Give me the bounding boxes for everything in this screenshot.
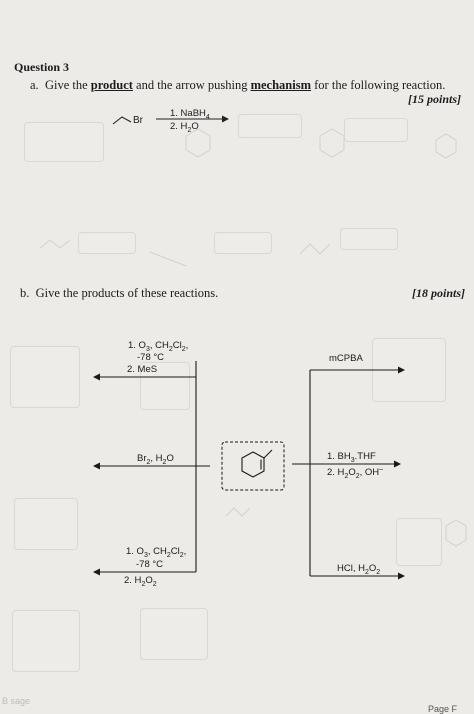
oh-text: , OH [359, 467, 380, 479]
reagent-hcl: HCl, H2O2 [337, 563, 380, 576]
reagent-nabh4: 1. NaBH4 [170, 108, 210, 121]
ghost-box [14, 498, 78, 550]
part-b-points: [18 points] [412, 286, 466, 300]
question-title: Question 3 [14, 60, 70, 74]
bh3-sub: 3 [350, 456, 355, 464]
o2-sub-2: 2 [355, 473, 360, 481]
reagent-bromohydrin: Br2, H2O [137, 453, 174, 466]
reagent-water-end: O [191, 121, 199, 132]
o3-text: 1. O [128, 340, 146, 351]
o-mid-text: O [145, 575, 153, 586]
ghost-box [344, 118, 408, 142]
cl2-sub-2: 2 [179, 551, 184, 559]
o-text: O [166, 453, 174, 464]
reagent-ozonolysis-h2o2-line1: 1. O3, CH2Cl2, [126, 546, 186, 559]
substrate-bromide-label: Br [133, 115, 143, 126]
h2o2-text: 2. H [124, 575, 142, 586]
ghost-box [396, 518, 442, 566]
part-b-text: Give the products of these reactions. [35, 286, 219, 300]
methyl-substituent [263, 449, 273, 459]
cyclohexene-ring [241, 451, 265, 478]
part-a-text-2: and the arrow pushing [132, 78, 251, 92]
oh-charge: – [379, 466, 384, 473]
comma-text-2: , [183, 546, 187, 557]
reagent-ozonolysis-h2o2-line3: 2. H2O2 [124, 575, 157, 588]
arrowhead-bromohydrin [93, 462, 100, 470]
reagent-water-sub: 2 [187, 126, 192, 134]
hcl-h2-sub: 2 [364, 568, 369, 576]
ghost-box [140, 608, 208, 660]
ghost-box [214, 232, 272, 254]
ghost-box [78, 232, 136, 254]
reagent-water: 2. H2O [170, 121, 199, 134]
hcl-o2-sub: 2 [376, 568, 381, 576]
ch2cl2-text: , CH [149, 340, 169, 351]
arrowhead-hydroboration [394, 460, 401, 468]
hcl-o-text: O [368, 563, 377, 574]
ch2-sub-2: 2 [166, 551, 171, 559]
h2o-text: , H [150, 453, 163, 464]
ch2-sub: 2 [168, 345, 173, 353]
o2-sub: 2 [152, 580, 157, 588]
o3-text-2: 1. O [126, 546, 144, 557]
reagent-hydroboration-line2: 2. H2O2, OH– [327, 466, 383, 480]
h2-sub-2: 2 [344, 473, 349, 481]
part-a-emphasis-product: product [90, 78, 133, 92]
part-b-prefix: b. [20, 286, 30, 300]
ghost-box [24, 122, 104, 162]
starting-material-box [221, 441, 285, 491]
reagent-water-text: 2. H [170, 121, 188, 132]
ghost-box [12, 610, 80, 672]
reagent-ozonolysis-mes-line3: 2. MeS [127, 364, 158, 375]
o3-sub-2: 3 [143, 551, 148, 559]
comma-text: , [185, 340, 189, 351]
reagent-ozonolysis-h2o2-line2: -78 °C [136, 559, 164, 570]
reagent-ozonolysis-mes-line1: 1. O3, CH2Cl2, [128, 340, 188, 353]
part-a-points: [15 points] [408, 92, 462, 106]
ghost-box [140, 362, 190, 410]
ghost-box [238, 114, 302, 138]
corner-label: B sage [2, 696, 31, 706]
arrowhead-epoxidation [398, 366, 405, 374]
hcl-text: HCl, H [337, 563, 365, 574]
cl2-sub: 2 [181, 345, 186, 353]
arrowhead-ozonolysis-mes [93, 373, 100, 381]
reagent-ozonolysis-mes-line2: -78 °C [137, 352, 165, 363]
arrowhead-a [222, 115, 229, 123]
h2o2-text-2: 2. H [327, 467, 345, 479]
reagent-nabh4-sub: 4 [205, 113, 210, 121]
cl-text: Cl [172, 340, 182, 351]
part-a-prompt: a. Give the product and the arrow pushin… [30, 78, 445, 93]
br2-sub: 2 [146, 458, 151, 466]
cl-text-2: Cl [170, 546, 180, 557]
arrowhead-hcl-addition [398, 572, 405, 580]
reagent-nabh4-text: 1. NaBH [170, 108, 206, 119]
ghost-box [340, 228, 398, 250]
bh3-text: 1. BH [327, 451, 351, 462]
substrate-skeleton [112, 116, 132, 125]
br2-text: Br [137, 453, 147, 464]
reagent-mcpba: mCPBA [329, 353, 363, 364]
part-b-prompt: b. Give the products of these reactions. [20, 286, 218, 301]
h2o-sub: 2 [162, 458, 167, 466]
reagent-hydroboration-line1: 1. BH3.THF [327, 451, 376, 464]
arrowhead-ozonolysis-h2o2 [93, 568, 100, 576]
part-a-emphasis-mechanism: mechanism [250, 78, 312, 92]
ch2cl2-text-2: , CH [147, 546, 167, 557]
page-label: Page F [428, 704, 458, 714]
thf-text: .THF [354, 451, 376, 462]
o3-sub: 3 [145, 345, 150, 353]
o-mid-text-2: O [348, 467, 356, 479]
part-a-text-3: for the following reaction. [311, 78, 446, 92]
part-a-prefix: a. [30, 78, 39, 92]
ghost-box [10, 346, 80, 408]
part-a-text-1: Give the [44, 78, 91, 92]
h2-sub: 2 [141, 580, 146, 588]
